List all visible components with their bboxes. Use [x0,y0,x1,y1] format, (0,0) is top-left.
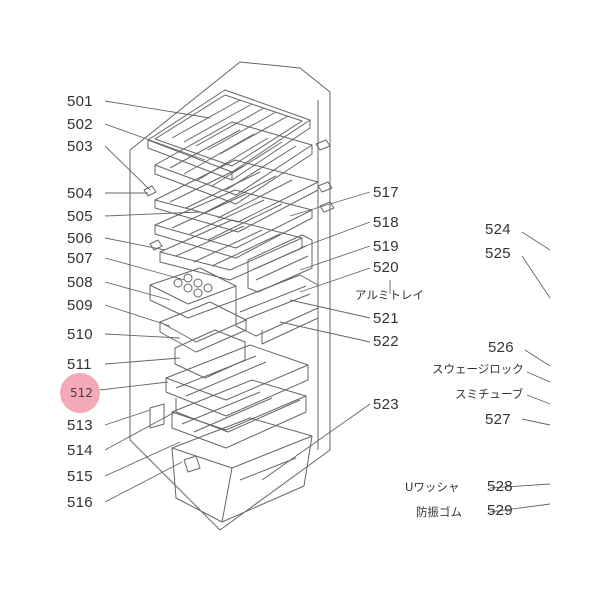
label-505: 505 [67,208,93,225]
tray-509-510 [159,301,247,379]
label-516: 516 [67,494,93,511]
label-525: 525 [485,245,511,262]
label-503: 503 [67,138,93,155]
label-527: 527 [485,411,511,428]
label-aluminum-tray: アルミトレイ [355,288,424,302]
label-509: 509 [67,297,93,314]
crisper-519-521 [235,274,319,345]
label-u-washer: Uワッシャ [405,480,460,494]
shelf-501 [147,89,311,181]
label-514: 514 [67,442,93,459]
label-501: 501 [67,93,93,110]
label-508: 508 [67,274,93,291]
label-518: 518 [373,214,399,231]
label-521: 521 [373,310,399,327]
label-502: 502 [67,116,93,133]
shelf-502 [154,121,313,205]
label-522: 522 [373,333,399,350]
drawer-513-514 [149,379,307,449]
label-504: 504 [67,185,93,202]
label-523: 523 [373,396,399,413]
drawer-517-518 [247,234,313,293]
shelf-504-505 [154,159,319,259]
drawer-511-512 [165,344,309,433]
egg-tray-507 [149,267,237,319]
label-511: 511 [67,356,92,373]
label-519: 519 [373,238,399,255]
label-swage-lock: スウェージロック [432,362,524,376]
label-526: 526 [488,339,514,356]
label-529: 529 [487,502,513,519]
leader-lines [99,100,551,513]
label-524: 524 [485,221,511,238]
drawer-515-516 [171,417,313,523]
highlight-marker [60,373,100,413]
label-517: 517 [373,184,399,201]
label-515: 515 [67,468,93,485]
label-506: 506 [67,230,93,247]
container-506 [159,219,303,281]
clips [143,139,335,251]
label-513: 513 [67,417,93,434]
label-507: 507 [67,250,93,267]
label-510: 510 [67,326,93,343]
label-528: 528 [487,478,513,495]
label-512: 512 [70,386,93,400]
label-520: 520 [373,259,399,276]
label-vibration-rubber: 防振ゴム [416,505,462,519]
label-sumi-tube: スミチューブ [455,387,524,401]
